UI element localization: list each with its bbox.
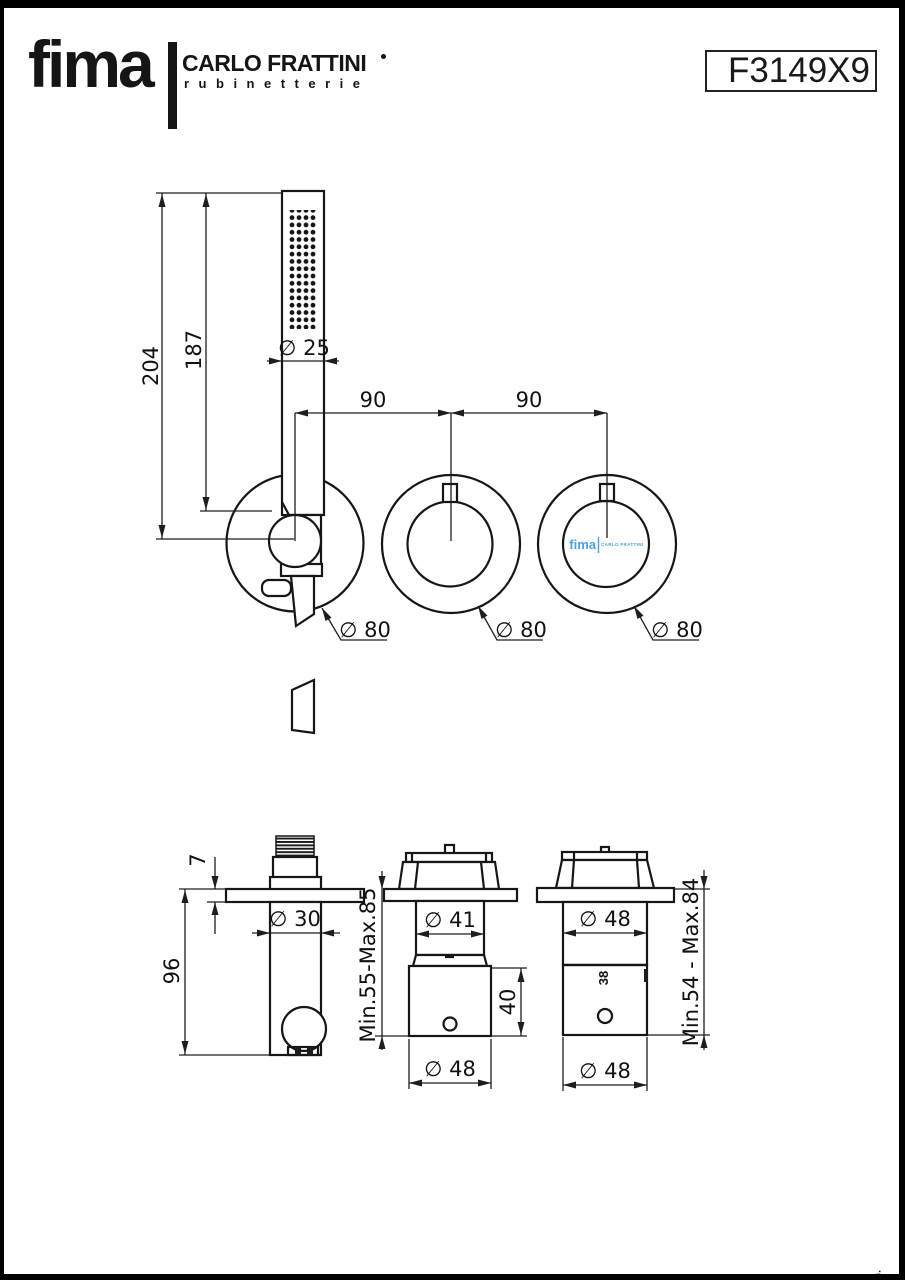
technical-drawing: fima CARLO FRATTINI 204 187 (139, 189, 710, 1091)
dimension-204: 204 (139, 192, 294, 540)
wall-plate (535, 886, 676, 904)
fima-watermark: fima CARLO FRATTINI (569, 537, 643, 553)
temperature-38-mark: 38 (596, 971, 611, 985)
svg-text:CARLO FRATTINI: CARLO FRATTINI (601, 542, 643, 547)
dimension-48-mixer-bottom: ∅ 48 (408, 1039, 492, 1089)
svg-text:187: 187 (182, 330, 206, 370)
brand-subtitle: CARLO FRATTINI (182, 50, 367, 76)
set-screw (442, 1016, 458, 1032)
dimension-187: 187 (182, 193, 272, 512)
svg-text:∅ 80: ∅ 80 (495, 618, 547, 642)
handshower-tip-section (290, 678, 316, 735)
dimension-48-thermo-top: ∅ 48 (563, 907, 647, 937)
dimension-41: ∅ 41 (416, 908, 484, 938)
wall-plate (224, 887, 366, 904)
product-code-box: F3149X9 (705, 50, 877, 92)
spray-nozzle-dots (288, 210, 317, 329)
dimension-90-spacing: 90 90 (295, 388, 607, 417)
svg-text:∅ 48: ∅ 48 (424, 1057, 476, 1081)
dimension-min54-max84: Min.54 - Max.84 (647, 870, 710, 1050)
side-view-handshower-holder (224, 835, 366, 1057)
wall-plate (382, 887, 519, 903)
threaded-connector (275, 835, 315, 859)
svg-text:∅ 80: ∅ 80 (651, 618, 703, 642)
logo-divider-bar (168, 42, 177, 129)
dimension-7: 7 (186, 853, 225, 934)
registered-dot-icon (381, 54, 386, 59)
svg-text:∅ 48: ∅ 48 (579, 907, 631, 931)
svg-text:7: 7 (186, 853, 210, 866)
svg-text:204: 204 (139, 346, 163, 386)
dimension-48-thermo-bottom: ∅ 48 (562, 1037, 648, 1091)
svg-text:96: 96 (160, 958, 184, 985)
centerlines (294, 413, 608, 541)
dimension-min55-max85: Min.55-Max.85 (356, 871, 409, 1050)
side-view-thermostatic-control: 38 (535, 845, 676, 1037)
svg-text:Min.55-Max.85: Min.55-Max.85 (356, 887, 380, 1042)
svg-text:∅ 30: ∅ 30 (269, 907, 321, 931)
dimension-25: ∅ 25 (267, 336, 339, 365)
svg-text:fima: fima (569, 537, 597, 552)
dimension-30: ∅ 30 (252, 907, 340, 937)
dimension-96: 96 (160, 888, 270, 1056)
svg-text:∅ 41: ∅ 41 (424, 908, 476, 932)
svg-text:∅ 80: ∅ 80 (339, 618, 391, 642)
svg-text:∅ 25: ∅ 25 (278, 336, 330, 360)
side-view-mixer-control (382, 843, 519, 1038)
svg-text:90: 90 (360, 388, 387, 412)
svg-text:40: 40 (496, 989, 520, 1016)
set-screw (596, 1007, 614, 1025)
fima-logo: fima (28, 27, 155, 101)
trim-notches (441, 482, 616, 504)
brand-tagline: rubinetterie (184, 76, 370, 91)
svg-text:90: 90 (516, 388, 543, 412)
svg-text:∅ 48: ∅ 48 (579, 1059, 631, 1083)
dimension-80-leaders: ∅ 80 ∅ 80 ∅ 80 (321, 605, 703, 642)
dimension-40: 40 (491, 967, 527, 1037)
handshower-front-view (260, 189, 326, 735)
svg-text:Min.54 - Max.84: Min.54 - Max.84 (679, 878, 703, 1046)
